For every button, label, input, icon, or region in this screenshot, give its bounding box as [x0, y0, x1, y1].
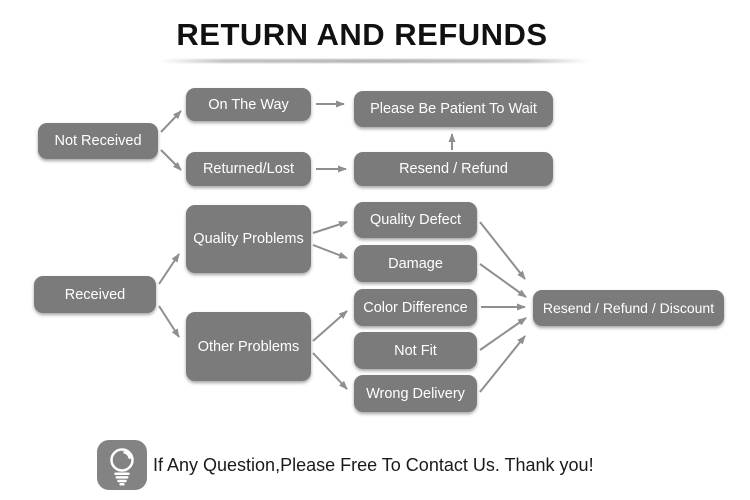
lightbulb-icon — [97, 440, 147, 490]
node-resend-refund-discount: Resend / Refund / Discount — [533, 290, 724, 326]
node-returned-lost: Returned/Lost — [186, 152, 311, 186]
node-quality-problems: Quality Problems — [186, 205, 311, 273]
footer-message: If Any Question,Please Free To Contact U… — [153, 454, 594, 475]
node-not-fit: Not Fit — [354, 332, 477, 369]
node-color-difference: Color Difference — [354, 289, 477, 326]
node-please-be-patient: Please Be Patient To Wait — [354, 91, 553, 127]
node-received: Received — [34, 276, 156, 313]
footer-contact-row: If Any Question,Please Free To Contact U… — [97, 440, 594, 490]
node-other-problems: Other Problems — [186, 312, 311, 381]
title-underline — [160, 59, 590, 63]
node-resend-refund: Resend / Refund — [354, 152, 553, 186]
node-on-the-way: On The Way — [186, 88, 311, 121]
node-quality-defect: Quality Defect — [354, 202, 477, 238]
node-damage: Damage — [354, 245, 477, 282]
node-not-received: Not Received — [38, 123, 158, 159]
node-wrong-delivery: Wrong Delivery — [354, 375, 477, 412]
page-title: RETURN AND REFUNDS — [176, 17, 548, 52]
